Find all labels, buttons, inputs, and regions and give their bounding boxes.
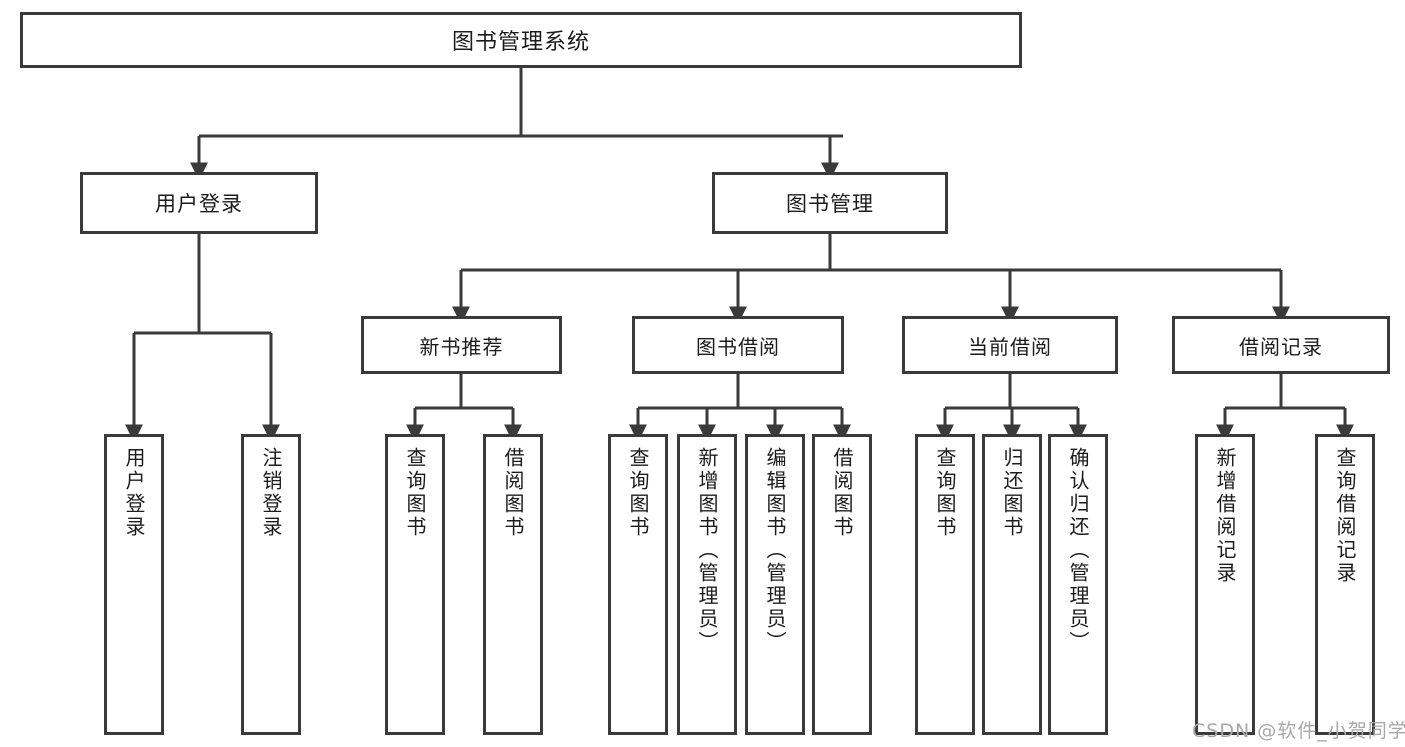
leaf-query-borrow-record-label: 查询借阅记录 (1333, 447, 1357, 585)
leaf-query-book-current[interactable]: 查询图书 (915, 434, 975, 735)
leaf-query-borrow-record[interactable]: 查询借阅记录 (1315, 434, 1375, 735)
leaf-borrow-book-label: 借阅图书 (830, 447, 854, 539)
leaf-user-logout-label: 注销登录 (259, 447, 283, 539)
node-new-book-recommend-label: 新书推荐 (419, 334, 504, 359)
node-user-login[interactable]: 用户登录 (80, 172, 318, 234)
node-book-management[interactable]: 图书管理 (712, 172, 948, 234)
watermark: CSDN @软件_小贺同学 (1192, 720, 1405, 742)
leaf-query-book-new[interactable]: 查询图书 (385, 434, 445, 735)
leaf-add-book-admin[interactable]: 新增图书（管理员） (677, 434, 737, 735)
node-user-login-label: 用户登录 (155, 192, 243, 216)
leaf-add-borrow-record-label: 新增借阅记录 (1213, 447, 1237, 585)
node-borrow-record-label: 借阅记录 (1239, 334, 1323, 359)
node-current-borrow-label: 当前借阅 (968, 334, 1052, 359)
node-root[interactable]: 图书管理系统 (20, 12, 1022, 68)
leaf-query-book-current-label: 查询图书 (933, 447, 957, 539)
leaf-user-login[interactable]: 用户登录 (104, 434, 164, 735)
node-book-management-label: 图书管理 (786, 192, 874, 216)
leaf-confirm-return-admin-label: 确认归还（管理员） (1066, 447, 1090, 654)
leaf-user-logout[interactable]: 注销登录 (241, 434, 301, 735)
node-borrow-record[interactable]: 借阅记录 (1172, 316, 1390, 374)
leaf-user-login-label: 用户登录 (122, 447, 146, 539)
leaf-query-book-borrow-label: 查询图书 (626, 447, 650, 539)
leaf-confirm-return-admin[interactable]: 确认归还（管理员） (1048, 434, 1108, 735)
leaf-borrow-book-new-label: 借阅图书 (501, 447, 525, 539)
node-book-borrow-label: 图书借阅 (696, 334, 780, 359)
leaf-query-book-new-label: 查询图书 (403, 447, 427, 539)
leaf-borrow-book-new[interactable]: 借阅图书 (483, 434, 543, 735)
node-current-borrow[interactable]: 当前借阅 (902, 316, 1118, 374)
leaf-return-book-label: 归还图书 (1000, 447, 1024, 539)
leaf-return-book[interactable]: 归还图书 (982, 434, 1042, 735)
node-new-book-recommend[interactable]: 新书推荐 (361, 316, 562, 374)
leaf-edit-book-admin-label: 编辑图书（管理员） (763, 447, 787, 654)
leaf-edit-book-admin[interactable]: 编辑图书（管理员） (745, 434, 805, 735)
leaf-borrow-book[interactable]: 借阅图书 (812, 434, 872, 735)
node-book-borrow[interactable]: 图书借阅 (632, 316, 844, 374)
node-root-label: 图书管理系统 (451, 30, 590, 55)
leaf-add-book-admin-label: 新增图书（管理员） (695, 447, 719, 654)
leaf-add-borrow-record[interactable]: 新增借阅记录 (1195, 434, 1255, 735)
leaf-query-book-borrow[interactable]: 查询图书 (608, 434, 668, 735)
